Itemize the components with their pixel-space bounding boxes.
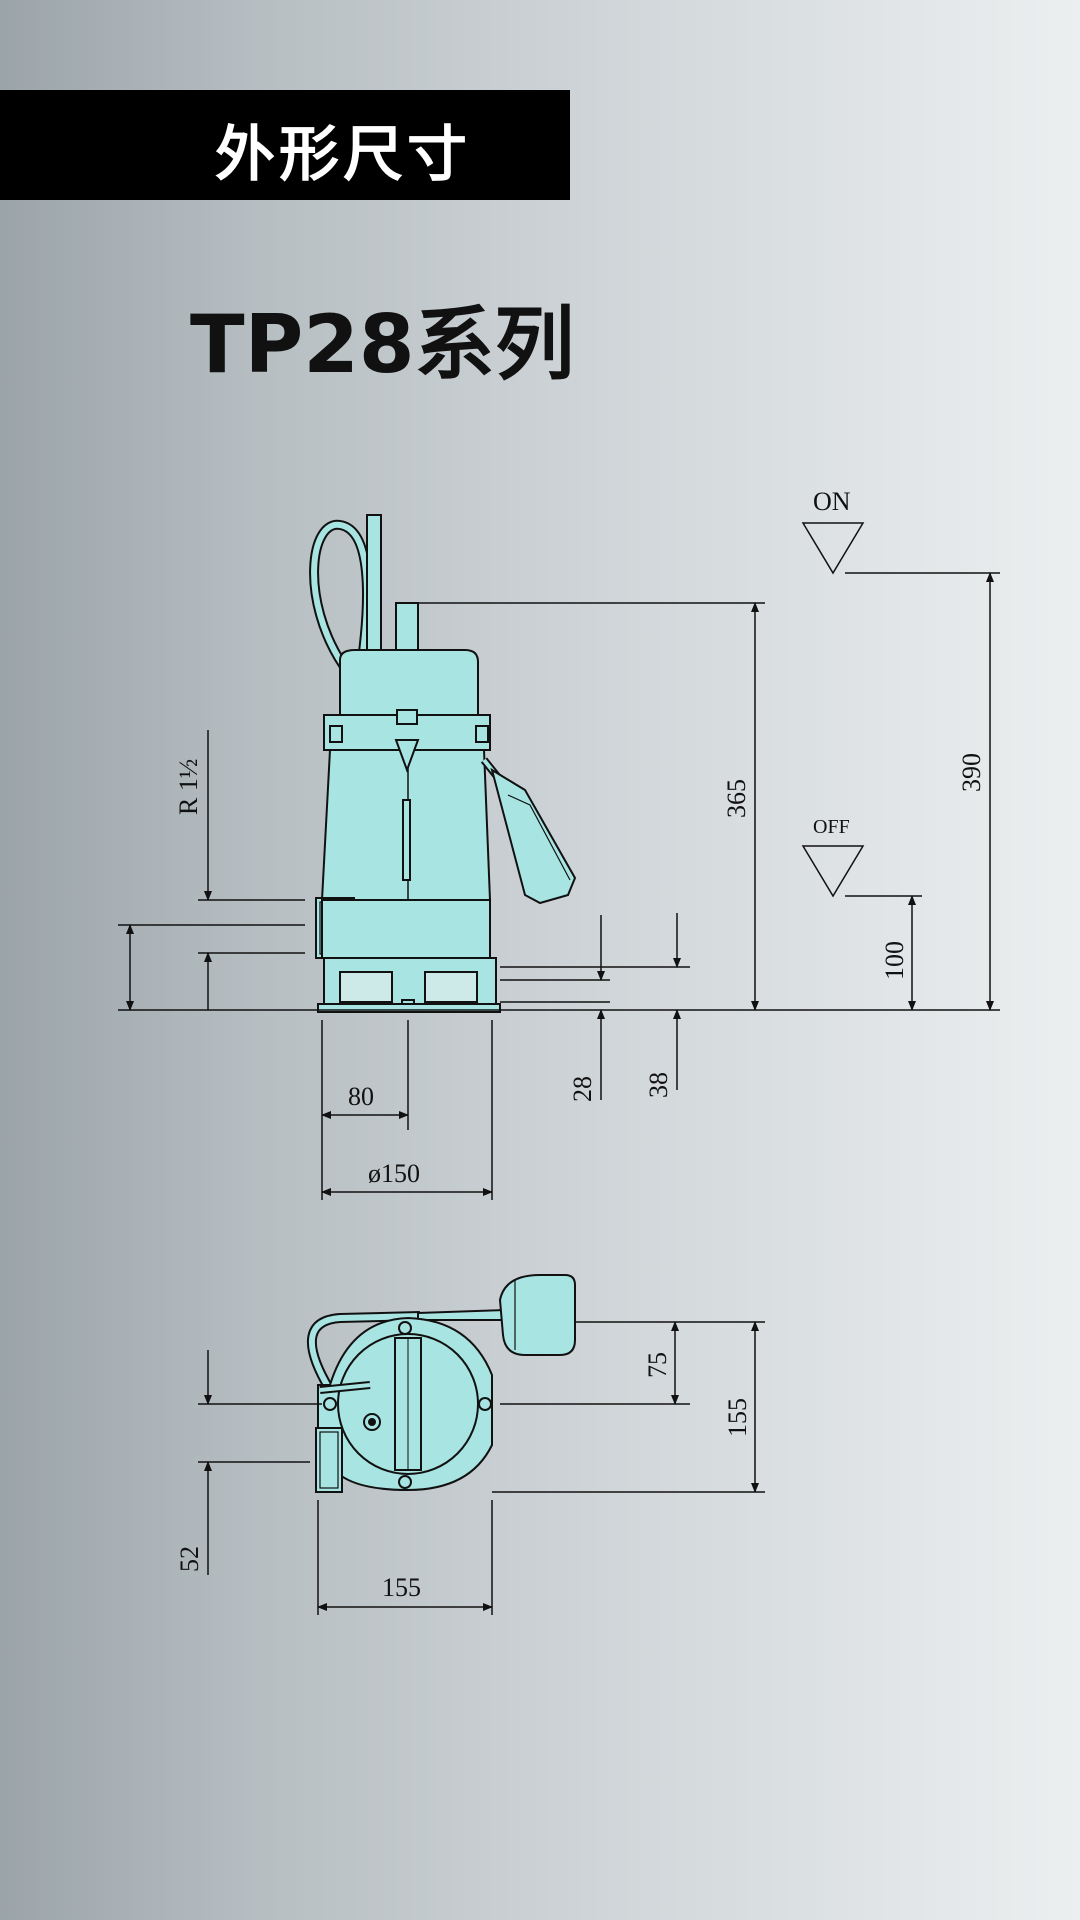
label-52: 52 [175,1546,204,1572]
pump-top-view [307,1274,576,1493]
side-view-dimensions [118,522,1000,1200]
label-thread: R 1½ [174,759,203,815]
label-365: 365 [722,779,751,818]
dimension-labels: ON OFF R 1½ 365 390 100 28 38 80 ø150 75… [174,487,986,1602]
header-bar [0,90,570,200]
top-view-dimensions [198,1321,765,1615]
label-75: 75 [643,1352,672,1378]
label-155-horizontal: 155 [382,1573,421,1602]
label-390: 390 [957,753,986,792]
label-80: 80 [348,1082,374,1111]
label-off: OFF [813,816,850,838]
page-title: 外形尺寸 [215,120,471,190]
label-38: 38 [644,1072,673,1098]
label-155-vertical: 155 [723,1398,752,1437]
label-28: 28 [568,1076,597,1102]
label-diameter: ø150 [368,1159,420,1188]
pump-side-view [309,514,577,1013]
label-100: 100 [880,941,909,980]
series-title: TP28系列 [190,298,575,391]
label-on: ON [813,487,851,516]
